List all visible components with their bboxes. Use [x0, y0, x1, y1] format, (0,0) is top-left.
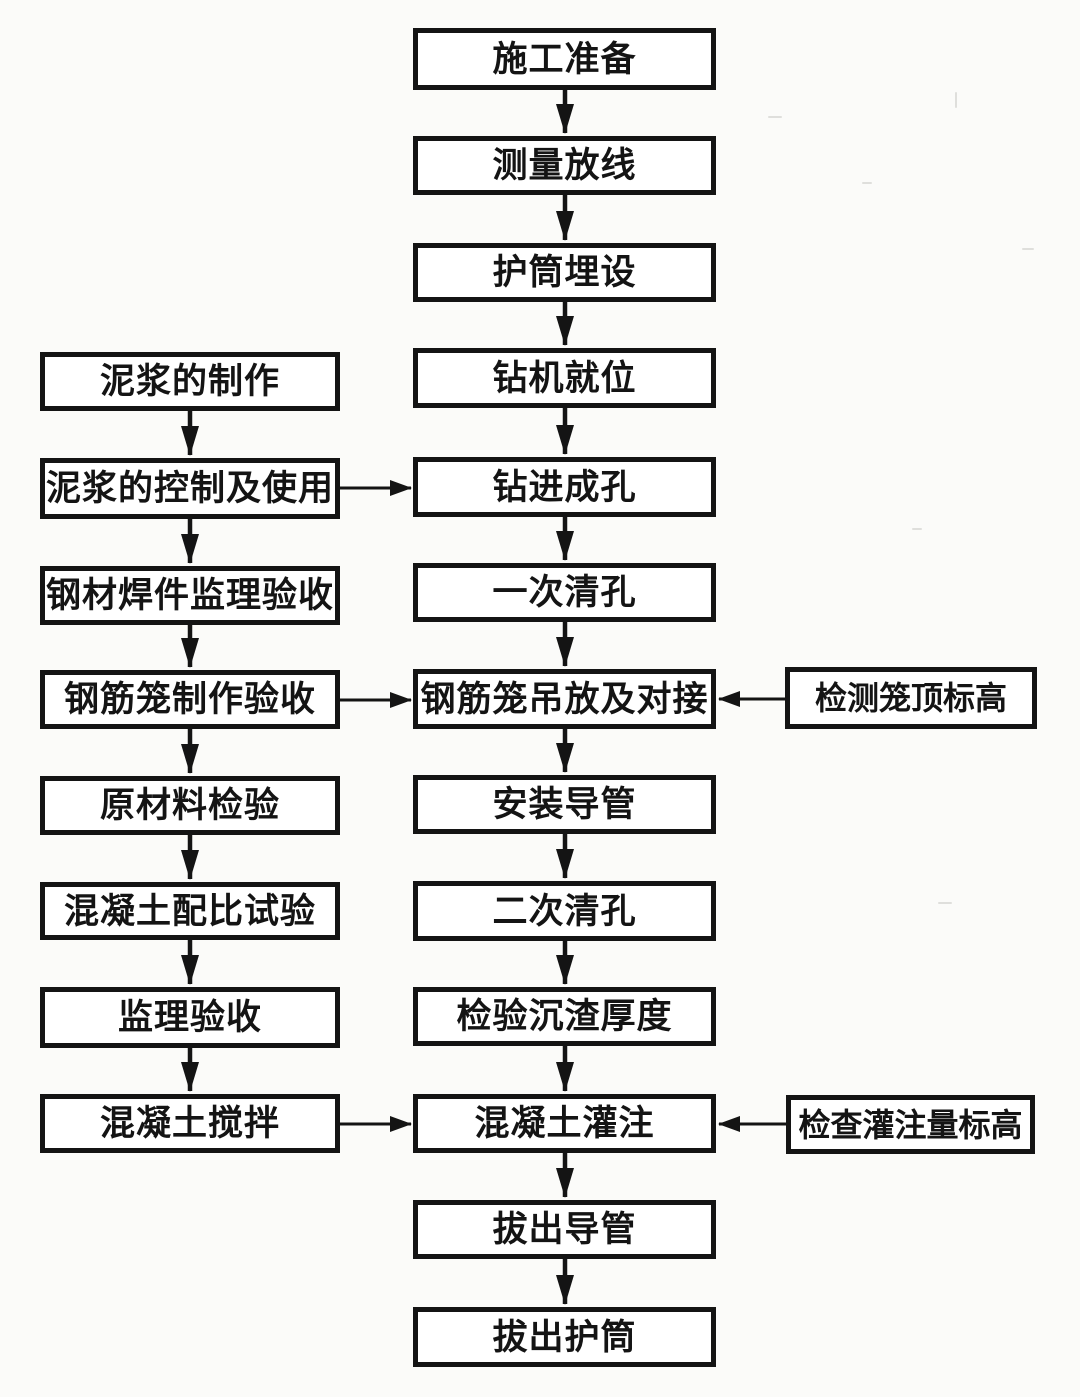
flow-node-mud-preparation: 泥浆的制作 [40, 352, 340, 411]
flow-node-second-hole-cleaning: 二次清孔 [413, 881, 716, 941]
scan-artifact [862, 182, 872, 184]
flow-node-mud-control-and-use: 泥浆的控制及使用 [40, 458, 340, 519]
flow-node-conduit-removal: 拔出导管 [413, 1200, 716, 1259]
flow-node-rebar-cage-fabrication-acceptance: 钢筋笼制作验收 [40, 670, 340, 729]
flow-node-drilling-hole: 钻进成孔 [413, 457, 716, 517]
flow-node-cage-top-elevation-check: 检测笼顶标高 [785, 667, 1037, 729]
scan-artifact [1022, 248, 1034, 250]
flow-node-sediment-thickness-check: 检验沉渣厚度 [413, 987, 716, 1046]
flow-node-casing-embedment: 护筒埋设 [413, 243, 716, 302]
flow-node-pouring-volume-elevation-check: 检查灌注量标高 [786, 1095, 1035, 1154]
flow-node-survey-layout: 测量放线 [413, 136, 716, 195]
flow-node-first-hole-cleaning: 一次清孔 [413, 563, 716, 622]
flow-node-construction-preparation: 施工准备 [413, 28, 716, 90]
flow-node-drill-rig-positioning: 钻机就位 [413, 348, 716, 408]
flow-node-concrete-mixing: 混凝土搅拌 [40, 1094, 340, 1153]
flow-node-raw-material-inspection: 原材料检验 [40, 776, 340, 835]
flow-node-concrete-mix-ratio-test: 混凝土配比试验 [40, 882, 340, 940]
scan-artifact [768, 116, 782, 118]
flow-node-conduit-installation: 安装导管 [413, 775, 716, 834]
flow-node-steel-weldment-supervision-acceptance: 钢材焊件监理验收 [40, 566, 340, 625]
flow-node-concrete-pouring: 混凝土灌注 [413, 1094, 716, 1153]
flow-node-supervision-acceptance: 监理验收 [40, 987, 340, 1048]
flow-node-casing-removal: 拔出护筒 [413, 1307, 716, 1367]
scan-artifact [912, 528, 922, 530]
flow-node-rebar-cage-hoisting-docking: 钢筋笼吊放及对接 [413, 669, 716, 729]
scan-artifact [955, 92, 957, 108]
scan-artifact [938, 902, 952, 904]
